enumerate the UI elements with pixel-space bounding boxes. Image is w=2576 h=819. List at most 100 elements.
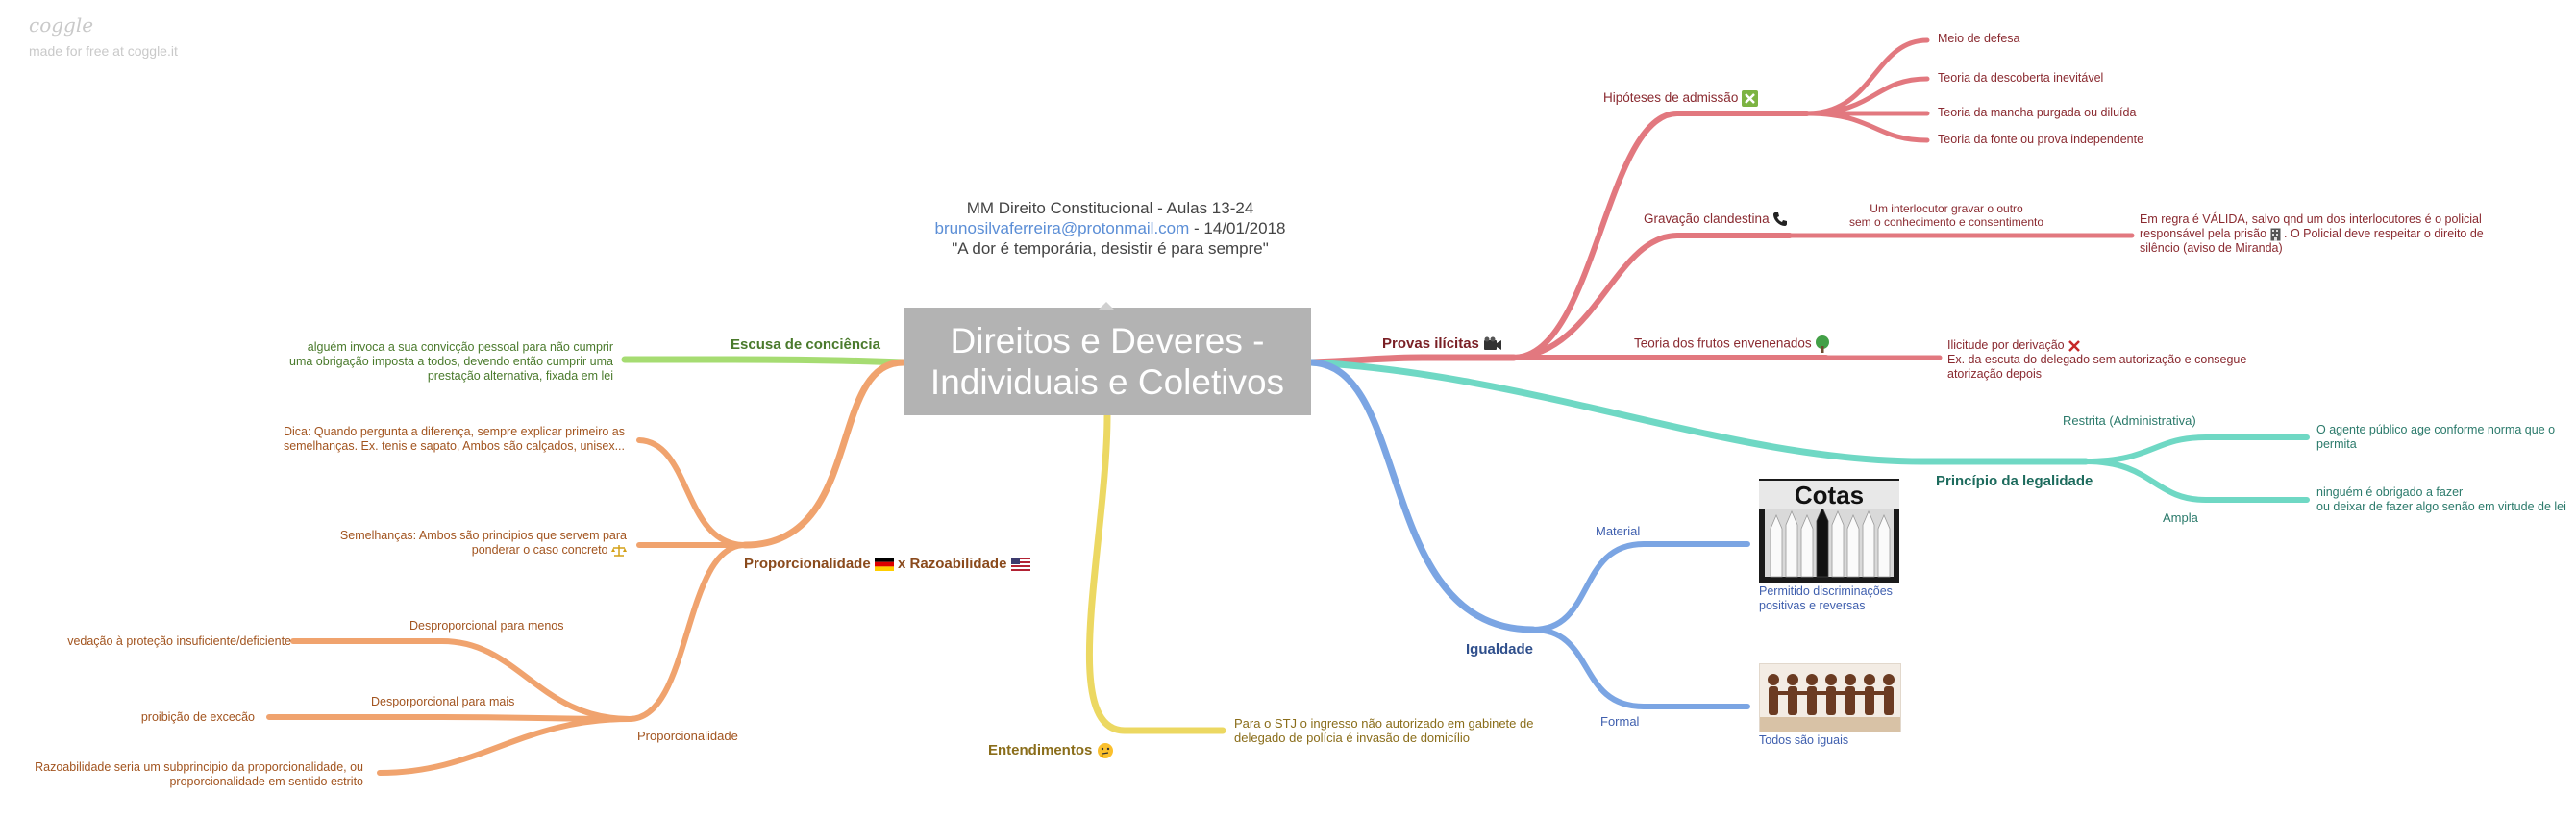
- node-restrita[interactable]: Restrita (Administrativa): [2063, 413, 2196, 428]
- branch-principio-legalidade[interactable]: Princípio da legalidade: [1936, 473, 2093, 489]
- formal-caption: Todos são iguais: [1759, 733, 1849, 747]
- usa-flag-icon: [1010, 558, 1030, 572]
- connector-formal: [1530, 627, 1750, 709]
- frutos-leaf-line2: Ex. da escuta do delegado sem autorizaçã…: [1947, 353, 2247, 366]
- connector-dica: [636, 437, 748, 548]
- phone-icon: [1773, 212, 1788, 227]
- gravacao-edge-label: Um interlocutor gravar o outro sem o con…: [1807, 202, 2086, 229]
- central-add-arrow-icon[interactable]: [1099, 302, 1114, 310]
- branch-escusa-conciencia[interactable]: Escusa de conciência: [731, 336, 880, 353]
- connector-ampla: [2083, 459, 2310, 503]
- ampla-leaf[interactable]: ninguém é obrigado a fazer ou deixar de …: [2316, 485, 2566, 514]
- frutos-leaf-line3: atorização depois: [1947, 367, 2042, 381]
- connector-hipo-4: [1804, 111, 1930, 143]
- node-proporcionalidade[interactable]: Proporcionalidade: [637, 729, 738, 743]
- gravacao-edge-line1: Um interlocutor gravar o outro: [1870, 202, 2023, 215]
- razoabilidade-leaf-line2: proporcionalidade em sentido estrito: [169, 775, 363, 788]
- connector-hipoteses: [1511, 111, 1810, 360]
- cotas-image: Cotas: [1759, 479, 1899, 583]
- cross-box-icon: [1742, 90, 1759, 107]
- coggle-logo[interactable]: coggle: [29, 13, 94, 37]
- connector-hipo-1: [1804, 37, 1930, 116]
- node-ampla[interactable]: Ampla: [2163, 510, 2198, 525]
- node-desproporcional-menos[interactable]: Desproporcional para menos: [409, 619, 564, 633]
- restrita-leaf-line2: permita: [2316, 437, 2357, 451]
- building-icon: [2270, 228, 2281, 241]
- gravacao-leaf-line2a: responsável pela prisão: [2140, 227, 2267, 240]
- central-line1: Direitos e Deveres -: [950, 321, 1265, 360]
- material-caption-line2: positivas e reversas: [1759, 599, 1866, 612]
- coggle-made-for-free[interactable]: made for free at coggle.it: [29, 43, 178, 59]
- hipoteses-item-4[interactable]: Teoria da fonte ou prova independente: [1938, 133, 2144, 146]
- branch-entendimentos[interactable]: Entendimentos: [988, 742, 1114, 759]
- razoabilidade-leaf-line1: Razoabilidade seria um subprincipio da p…: [35, 760, 363, 774]
- branch-igualdade[interactable]: Igualdade: [1466, 641, 1534, 658]
- node-material[interactable]: Material: [1596, 524, 1641, 538]
- frutos-leaf-line1: Ilicitude por derivação: [1947, 338, 2065, 352]
- gravacao-leaf-line2: responsável pela prisão . O Policial dev…: [2140, 227, 2484, 241]
- connector-igualdade: [1307, 359, 1537, 633]
- node-frutos-envenenados[interactable]: Teoria dos frutos envenenados: [1634, 335, 1830, 353]
- gravacao-edge-line2: sem o conhecimento e consentimento: [1848, 215, 2044, 229]
- gravacao-leaf-line3: silêncio (aviso de Miranda): [2140, 241, 2283, 255]
- ampla-leaf-line2: ou deixar de fazer algo senão em virtude…: [2316, 500, 2566, 513]
- hipoteses-item-2[interactable]: Teoria da descoberta inevitável: [1938, 71, 2104, 85]
- branch-proporcionalidade-razoabilidade[interactable]: Proporcionalidade x Razoabilidade: [744, 556, 1030, 572]
- branch-provas-ilicitas[interactable]: Provas ilícitas: [1382, 335, 1502, 352]
- hipoteses-item-3[interactable]: Teoria da mancha purgada ou diluída: [1938, 106, 2137, 119]
- author-email-link[interactable]: brunosilvaferreira@protonmail.com: [934, 219, 1190, 237]
- germany-flag-icon: [874, 558, 894, 572]
- node-desproporcional-mais[interactable]: Desporporcional para mais: [371, 695, 515, 708]
- header-author-line: brunosilvaferreira@protonmail.com - 14/0…: [875, 218, 1346, 238]
- entendimentos-leaf[interactable]: Para o STJ o ingresso não autorizado em …: [1234, 716, 1533, 745]
- connector-prop-sub: [627, 542, 748, 722]
- connector-entendimentos: [1085, 411, 1226, 734]
- people-chain-illustration: [1760, 674, 1900, 732]
- entendimentos-leaf-line1: Para o STJ o ingresso não autorizado em …: [1234, 716, 1534, 731]
- connector-legalidade: [1307, 359, 2090, 465]
- node-gravacao-clandestina[interactable]: Gravação clandestina: [1644, 211, 1788, 227]
- thinking-face-icon: [1097, 743, 1113, 759]
- prop-label-part1: Proporcionalidade: [744, 556, 871, 572]
- connector-menos: [290, 638, 632, 722]
- semelhancas-leaf-line2: ponderar o caso concreto: [471, 543, 608, 557]
- gravacao-leaf[interactable]: Em regra é VÁLIDA, salvo qnd um dos inte…: [2140, 212, 2484, 256]
- dica-leaf[interactable]: Dica: Quando pergunta a diferença, sempr…: [240, 425, 625, 454]
- gravacao-label: Gravação clandestina: [1644, 211, 1770, 226]
- dica-leaf-line2: semelhanças. Ex. tenis e sapato, Ambos s…: [283, 439, 625, 453]
- people-image: [1759, 663, 1901, 732]
- connector-mais: [266, 714, 632, 722]
- frutos-leaf[interactable]: Ilicitude por derivação Ex. da escuta do…: [1947, 338, 2246, 382]
- razoabilidade-leaf[interactable]: Razoabilidade seria um subprincipio da p…: [19, 760, 363, 789]
- connector-escusa: [621, 356, 907, 366]
- frutos-label: Teoria dos frutos envenenados: [1634, 335, 1812, 351]
- scales-icon: [611, 544, 627, 557]
- connector-gravacao: [1511, 233, 1793, 360]
- central-node[interactable]: Direitos e Deveres - Individuais e Colet…: [904, 308, 1311, 415]
- hipoteses-item-1[interactable]: Meio de defesa: [1938, 32, 2020, 45]
- escusa-leaf[interactable]: alguém invoca a sua convicção pessoal pa…: [265, 340, 613, 384]
- header-date: - 14/01/2018: [1189, 219, 1286, 237]
- entendimentos-label: Entendimentos: [988, 742, 1093, 758]
- semelhancas-leaf-line1: Semelhanças: Ambos são principios que se…: [339, 529, 627, 542]
- header-quote: "A dor é temporária, desistir é para sem…: [952, 239, 1269, 258]
- frutos-leaf-line1-row: Ilicitude por derivação: [1947, 338, 2246, 353]
- node-formal[interactable]: Formal: [1600, 714, 1640, 729]
- escusa-leaf-line1: alguém invoca a sua convicção pessoal pa…: [307, 340, 613, 354]
- connector-razo: [377, 716, 632, 776]
- material-caption: Permitido discriminações positivas e rev…: [1759, 584, 1893, 613]
- node-hipoteses[interactable]: Hipóteses de admissão: [1603, 90, 1759, 107]
- camera-icon: [1484, 336, 1502, 351]
- restrita-leaf[interactable]: O agente público age conforme norma que …: [2316, 423, 2555, 452]
- mais-leaf[interactable]: proibição de excecão: [140, 710, 255, 724]
- entendimentos-leaf-line2: delegado de polícia é invasão de domicíl…: [1234, 731, 1471, 745]
- semelhancas-leaf-line2-row: ponderar o caso concreto: [288, 543, 627, 558]
- menos-leaf[interactable]: vedação à proteção insuficiente/deficien…: [67, 634, 291, 648]
- x-icon: [2068, 339, 2080, 352]
- semelhancas-leaf[interactable]: Semelhanças: Ambos são principios que se…: [288, 529, 627, 558]
- connector-proporcionalidade: [741, 359, 907, 549]
- hipoteses-label: Hipóteses de admissão: [1603, 90, 1739, 106]
- gravacao-leaf-line1: Em regra é VÁLIDA, salvo qnd um dos inte…: [2140, 212, 2482, 226]
- map-header: MM Direito Constitucional - Aulas 13-24 …: [875, 198, 1346, 259]
